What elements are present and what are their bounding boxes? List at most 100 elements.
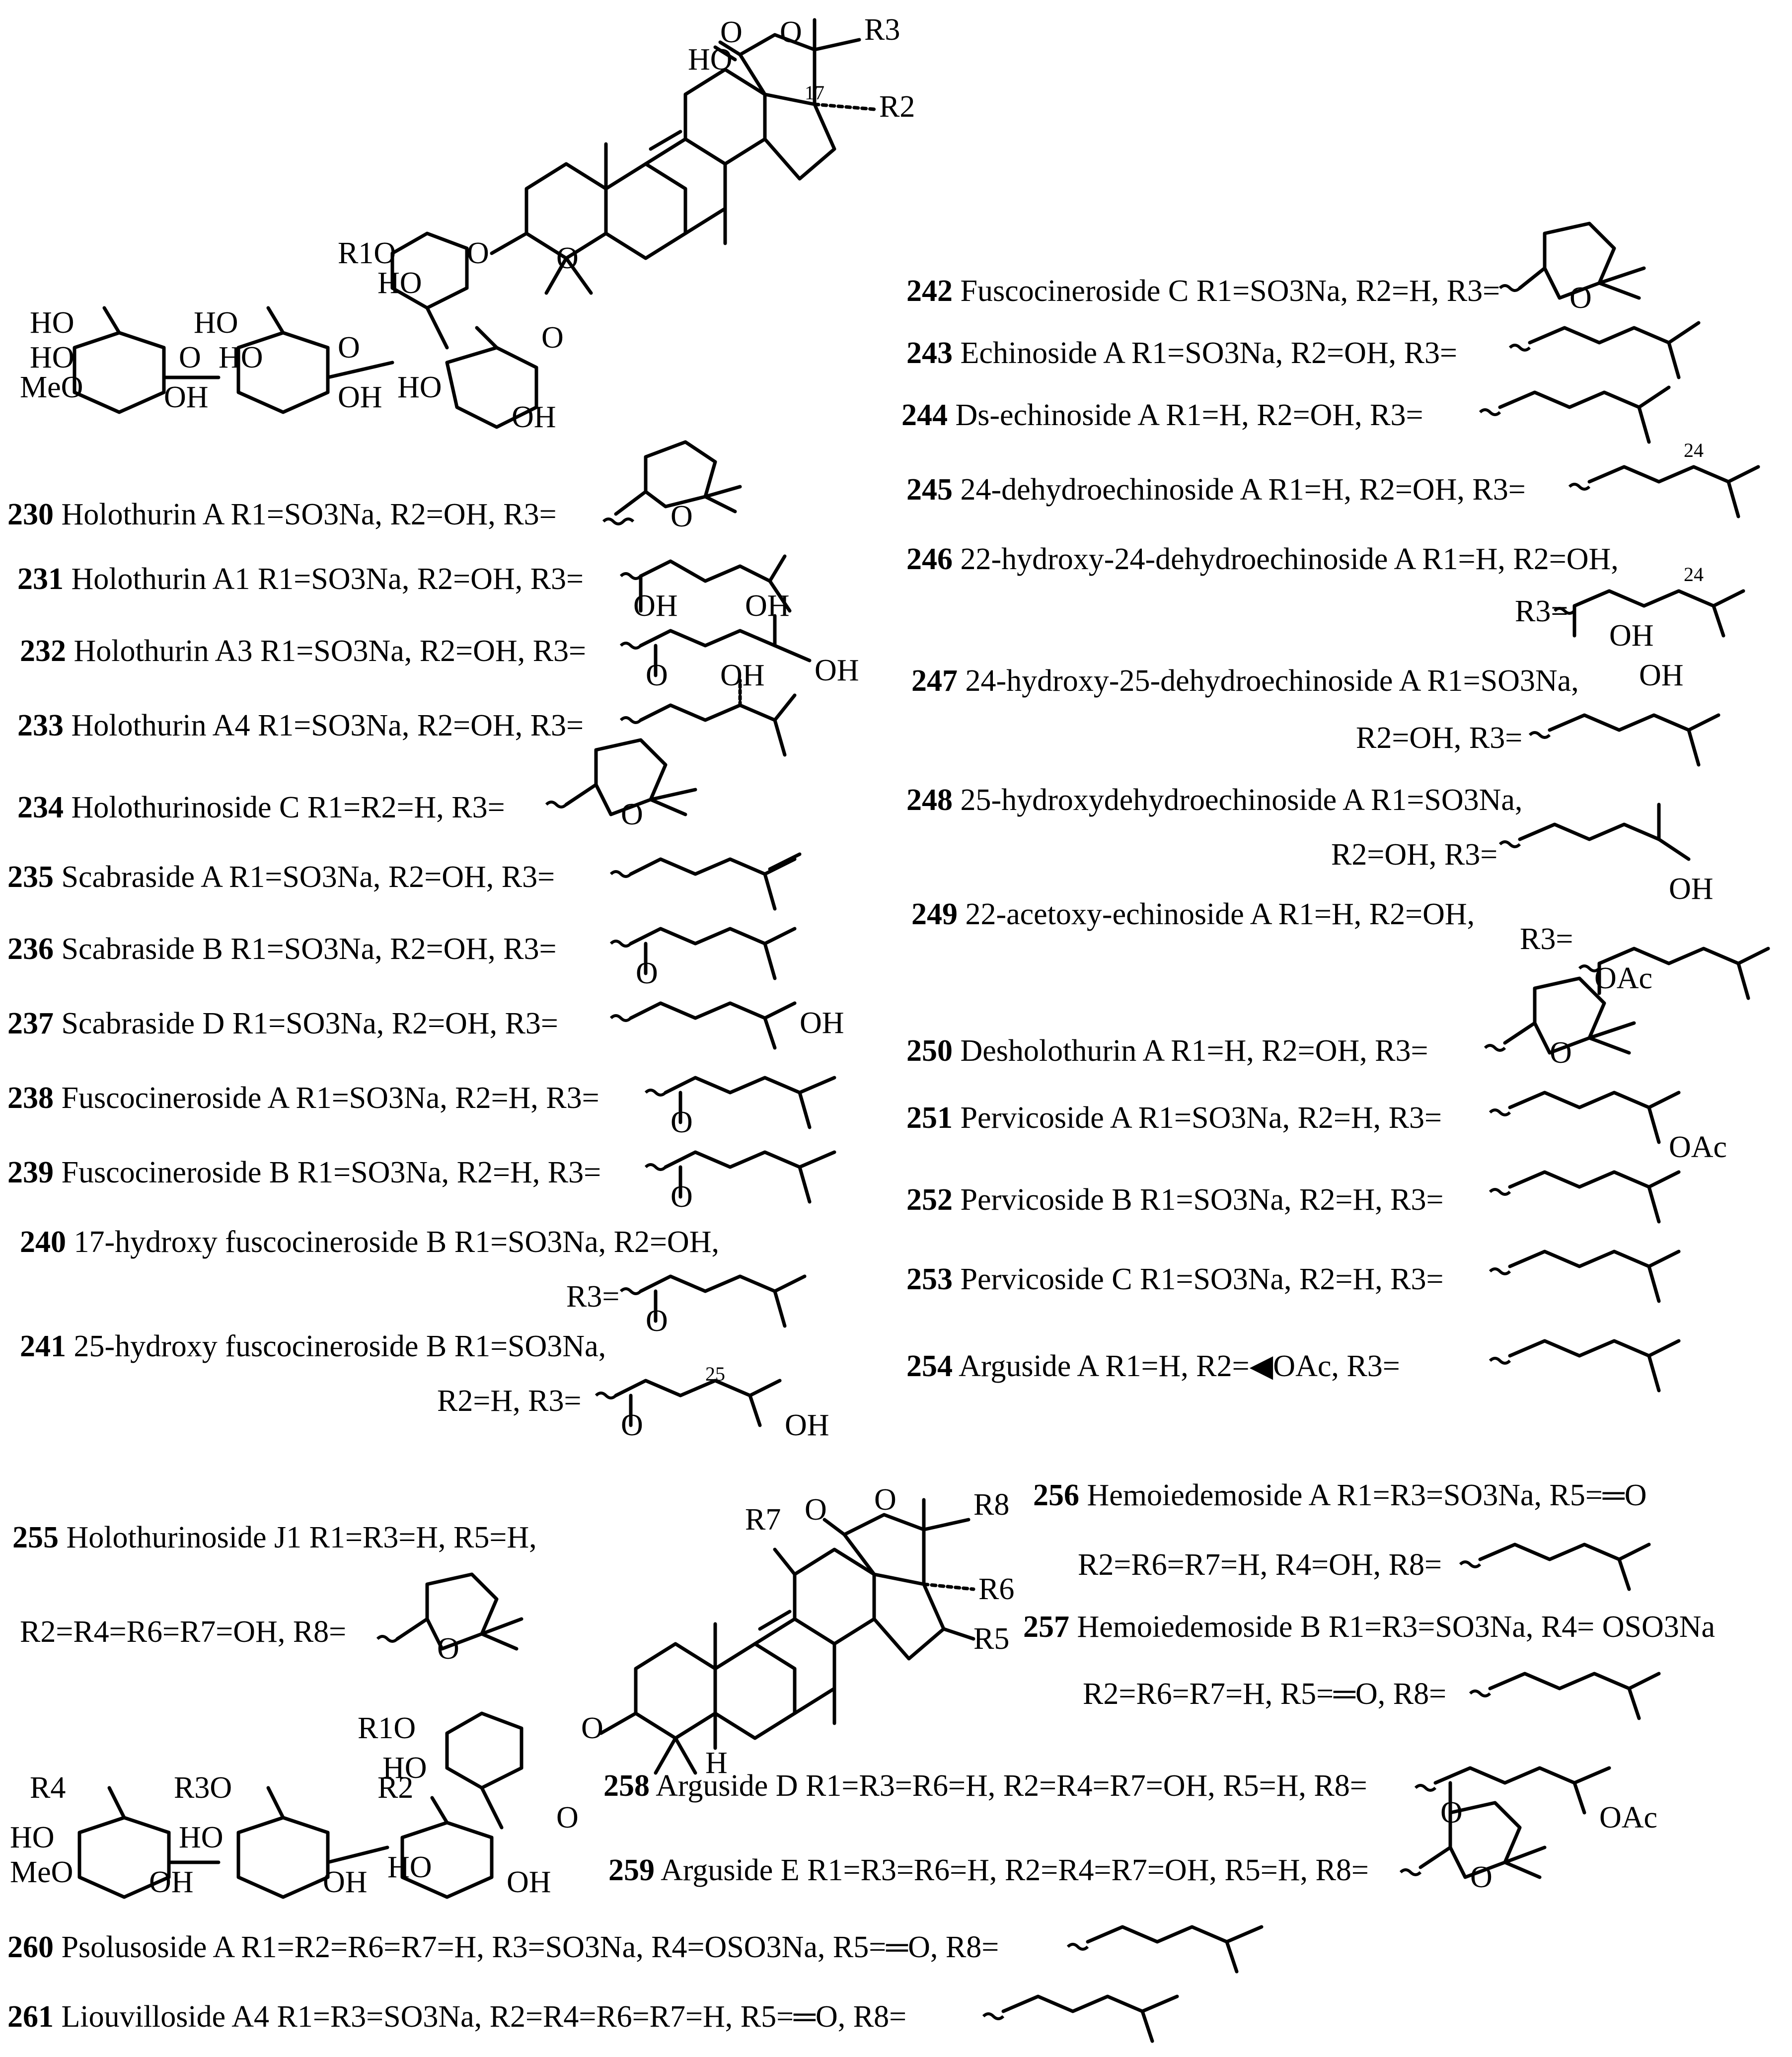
compound-235: 235 Scabraside A R1=SO3Na, R2=OH, R3= [7,860,555,894]
label-ho-5: HO [397,370,442,404]
side-chains-bottom [376,1543,1661,2043]
chain-oh-232: OH [815,654,859,687]
chain-o-240: O [646,1304,668,1338]
methyls [544,142,727,295]
compound-252: 252 Pervicoside B R1=SO3Na, R2=H, R3= [906,1183,1444,1217]
compound-234: 234 Holothurinoside C R1=R2=H, R3= [17,791,505,824]
label2-r4: R4 [30,1771,66,1805]
label-r2: R2 [879,90,915,124]
compound-257-cont: R2=R6=R7=H, R5=═O, R8= [1083,1677,1447,1711]
chain-n24-246: 24 [1684,563,1704,586]
chain-oh-241: OH [785,1408,829,1442]
ring-b [604,162,687,260]
compound-238: 238 Fuscocineroside A R1=SO3Na, R2=H, R3… [7,1081,599,1115]
label2-r6: R6 [978,1572,1014,1606]
chain-oh-237: OH [800,1006,844,1040]
label2-r2: R2 [377,1771,413,1805]
compound-258: 258 Arguside D R1=R3=R6=H, R2=R4=R7=OH, … [603,1769,1367,1803]
label-o-link: O [556,241,579,275]
label-o-b: O [338,331,360,365]
compound-248: 248 25-hydroxydehydroechinoside A R1=SO3… [906,783,1523,817]
side-chains-left [545,440,836,1427]
compound-249-cont: R3= [1520,922,1573,956]
compound-230: 230 Holothurin A R1=SO3Na, R2=OH, R3= [7,498,557,531]
compound-248-cont: R2=OH, R3= [1331,838,1498,872]
label2-ho3: HO [179,1821,224,1854]
core-structure-bottom: R7 R8 R6 R5 O O H R1O HO O O R4 R3O R2 H… [10,1483,1014,1899]
label-r1o: R1O [338,236,396,270]
compound-249: 249 22-acetoxy-echinoside A R1=H, R2=OH, [911,897,1475,931]
sugar-methylglucose [73,306,166,414]
label-meo: MeO [20,370,83,404]
compound-251: 251 Pervicoside A R1=SO3Na, R2=H, R3= [906,1101,1442,1135]
label-o-a: O [179,341,201,374]
compound-241-cont: R2=H, R3= [437,1384,582,1418]
chain-oac-251: OAc [1669,1130,1727,1164]
compound-255: 255 Holothurinoside J1 R1=R3=H, R5=H, [12,1521,537,1554]
chain-o-241: O [621,1408,643,1442]
lactone [713,18,876,111]
compound-240: 240 17-hydroxy fuscocineroside B R1=SO3N… [20,1225,719,1259]
sugar-quinovose [445,326,538,429]
compound-246-cont: R3= [1515,594,1568,628]
label2-ho2: HO [10,1821,55,1854]
label-c17: 17 [805,81,824,104]
sugar-xylose [390,231,469,350]
compound-242: 242 Fuscocineroside C R1=SO3Na, R2=H, R3… [906,274,1500,308]
chain-oh-247: OH [1639,659,1684,692]
side-chains-right [1479,221,1770,1393]
label2-o1: O [805,1493,827,1527]
label2-r1o: R1O [358,1711,416,1745]
c3-o-bond [490,231,528,255]
compound-261: 261 Liouvilloside A4 R1=R3=SO3Na, R2=R4=… [7,2000,907,2034]
compound-257: 257 Hemoiedemoside B R1=R3=SO3Na, R4= OS… [1023,1610,1716,1644]
label2-r3o: R3O [174,1771,232,1805]
ring-e [763,92,836,181]
label-o-glyc: O [467,236,489,270]
compound-260: 260 Psolusoside A R1=R2=R6=R7=H, R3=SO3N… [7,1930,999,1964]
compound-255-cont: R2=R4=R6=R7=OH, R8= [20,1615,347,1649]
chain-o-250: O [1550,1036,1572,1070]
compound-233: 233 Holothurin A4 R1=SO3Na, R2=OH, R3= [17,709,584,742]
label2-o4: O [556,1801,579,1835]
compound-236: 236 Scabraside B R1=SO3Na, R2=OH, R3= [7,932,557,966]
compound-232: 232 Holothurin A3 R1=SO3Na, R2=OH, R3= [20,634,587,668]
label-ho-top: HO [688,43,733,76]
chain-n24-245: 24 [1684,439,1704,461]
label2-ho: HO [382,1751,427,1785]
chain-o-239: O [671,1180,693,1214]
label-o-lactone: O [720,15,743,49]
compound-256-cont: R2=R6=R7=H, R4=OH, R8= [1078,1548,1442,1582]
label2-r5: R5 [973,1622,1009,1656]
compound-241: 241 25-hydroxy fuscocineroside B R1=SO3N… [20,1329,606,1363]
chain-oh-248: OH [1669,872,1714,906]
label-o-ring: O [780,15,802,49]
chain-o-238: O [671,1105,693,1139]
chain-o-255: O [437,1632,459,1666]
chain-oh-232b: OH [745,589,790,623]
label-oh-3: OH [512,400,556,434]
compound-244: 244 Ds-echinoside A R1=H, R2=OH, R3= [901,398,1423,432]
compound-247: 247 24-hydroxy-25-dehydroechinoside A R1… [911,664,1579,698]
compound-253: 253 Pervicoside C R1=SO3Na, R2=H, R3= [906,1262,1444,1296]
compound-243: 243 Echinoside A R1=SO3Na, R2=OH, R3= [906,336,1457,370]
label-ho-2: HO [30,341,75,374]
label2-oh3: OH [507,1865,551,1899]
compound-250: 250 Desholothurin A R1=H, R2=OH, R3= [906,1034,1428,1068]
sugar-links [162,361,394,379]
label2-oh2: OH [323,1865,368,1899]
compound-245: 245 24-dehydroechinoside A R1=H, R2=OH, … [906,473,1526,507]
label2-o3: O [581,1711,603,1745]
label-ho-1: HO [30,306,75,340]
label-r3: R3 [864,13,900,47]
compound-259: 259 Arguside E R1=R3=R6=H, R2=R4=R7=OH, … [608,1853,1369,1887]
label2-meo: MeO [10,1855,73,1889]
label-ho-3: HO [194,306,238,340]
chain-o-258: O [1440,1796,1463,1830]
label2-r7: R7 [745,1503,781,1537]
chain-oh-233: OH [720,659,765,692]
chain-o-236: O [636,956,658,990]
label-ho-4: HO [219,341,263,374]
